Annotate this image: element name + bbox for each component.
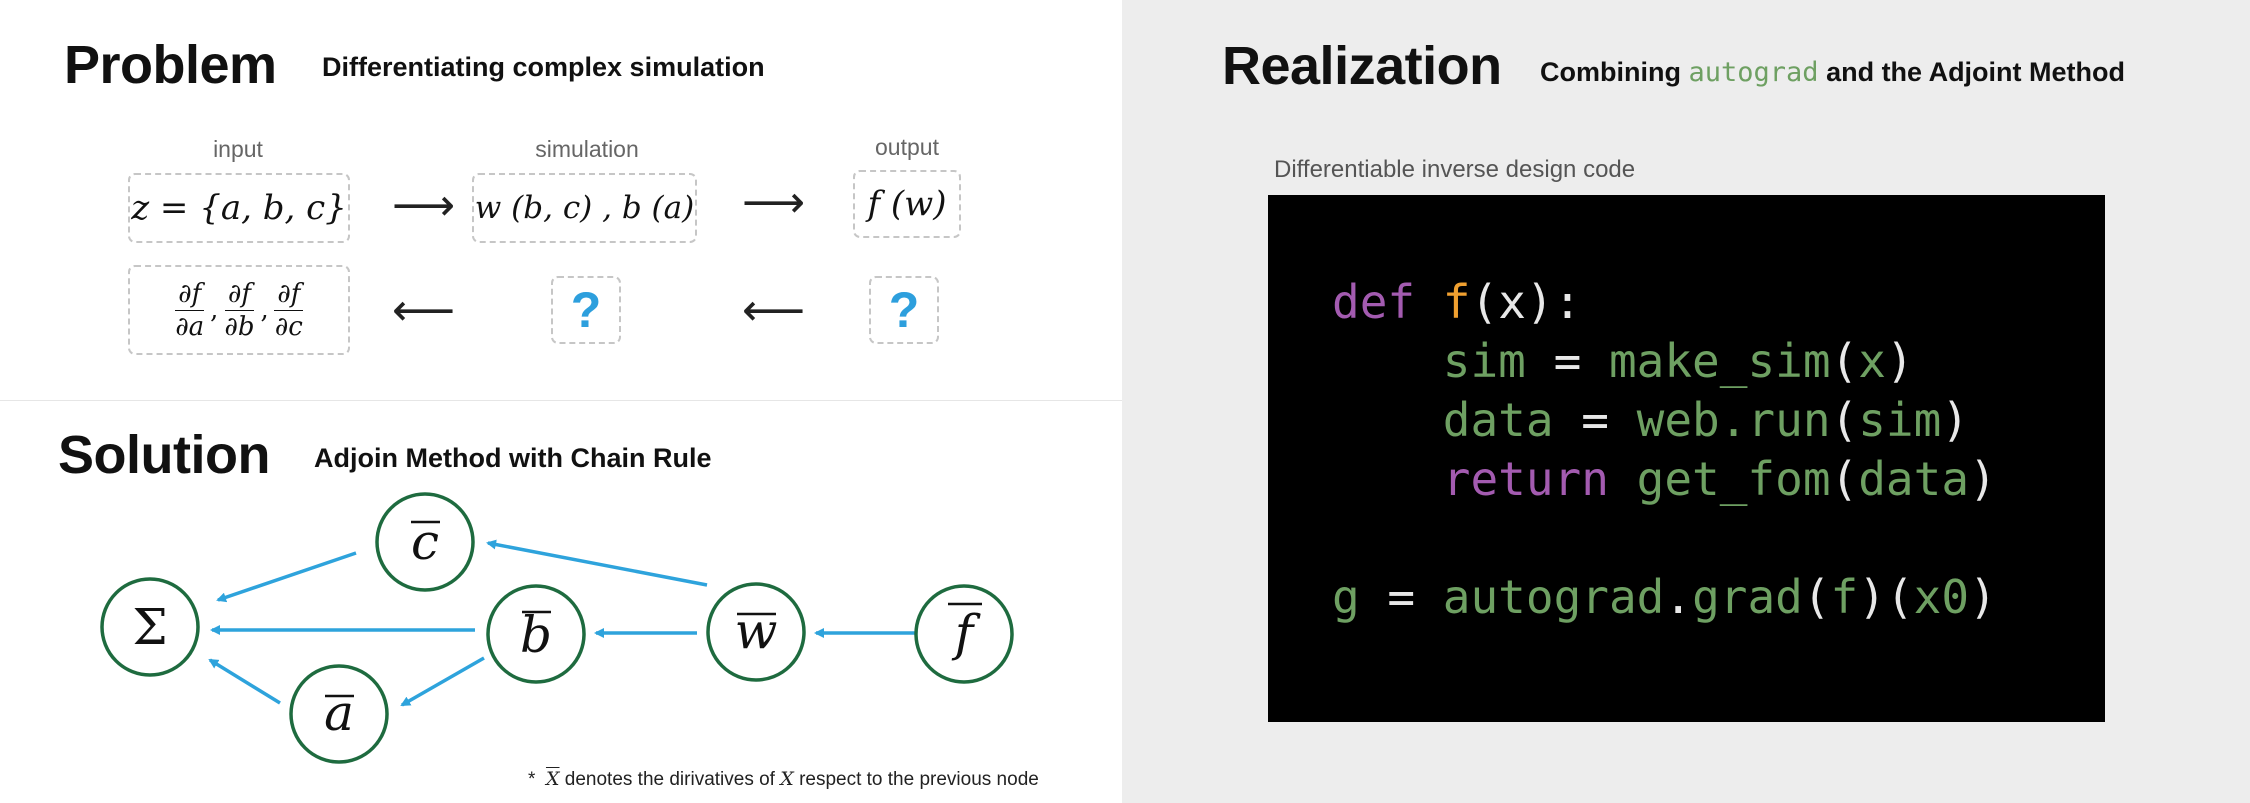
caption-simulation: simulation	[535, 136, 639, 162]
output-expression: f (w)	[867, 184, 947, 224]
input-box: z = {a, b, c}	[128, 173, 350, 243]
adjoint-graph: Σ c b a w f	[100, 492, 1014, 764]
node-b	[486, 584, 586, 684]
autograd-inline-code: autograd	[1688, 57, 1819, 88]
code-label: Differentiable inverse design code	[1274, 156, 1636, 183]
node-sum-label: Σ	[132, 598, 167, 656]
section-divider	[0, 400, 1122, 401]
node-w-label: w	[735, 602, 778, 660]
node-a	[289, 664, 389, 764]
arrow-left-icon: ⟵	[392, 286, 456, 335]
realization-subtitle: Combining autograd and the Adjoint Metho…	[1540, 57, 2126, 88]
grad-frac-c: ∂f∂c	[274, 278, 304, 342]
arrow-right-icon: ⟶	[742, 178, 806, 227]
gradient-box: ∂f∂a, ∂f∂b, ∂f∂c	[128, 265, 350, 355]
caption-output: output	[875, 134, 939, 160]
node-a-label: a	[324, 684, 354, 742]
solution-subtitle: Adjoin Method with Chain Rule	[314, 443, 712, 473]
grad-frac-b: ∂f∂b	[224, 278, 255, 342]
arrow-right-icon: ⟶	[392, 181, 456, 230]
solution-title: Solution	[58, 425, 270, 485]
sim-gradient-unknown-box: ?	[551, 276, 621, 344]
question-mark: ?	[570, 282, 602, 338]
node-c	[375, 492, 475, 592]
simulation-expression: w (b, c) , b (a)	[474, 190, 695, 226]
output-gradient-unknown-box: ?	[869, 276, 939, 344]
node-f	[914, 584, 1014, 684]
output-box: f (w)	[853, 170, 961, 238]
footnote: * X denotes the dirivatives of X respect…	[528, 768, 1039, 790]
code-block: def f(x): sim = make_sim(x) data = web.r…	[1268, 195, 2105, 722]
input-expression: z = {a, b, c}	[131, 188, 347, 228]
arrow-left-icon: ⟵	[742, 286, 806, 335]
caption-input: input	[213, 136, 263, 162]
realization-title: Realization	[1222, 36, 1502, 96]
node-b-label: b	[520, 606, 552, 664]
simulation-box: w (b, c) , b (a)	[472, 173, 697, 243]
question-mark: ?	[888, 282, 920, 338]
code-text: def f(x): sim = make_sim(x) data = web.r…	[1332, 275, 1997, 624]
node-sum	[100, 577, 200, 677]
edge-c-to-sum	[216, 551, 357, 603]
edge-w-to-c	[486, 539, 708, 587]
grad-frac-a: ∂f∂a	[175, 278, 205, 342]
edge-a-to-sum	[208, 658, 281, 705]
edge-b-to-a	[400, 656, 485, 707]
problem-subtitle: Differentiating complex simulation	[322, 52, 765, 82]
node-w	[706, 582, 806, 682]
problem-title: Problem	[64, 35, 277, 95]
